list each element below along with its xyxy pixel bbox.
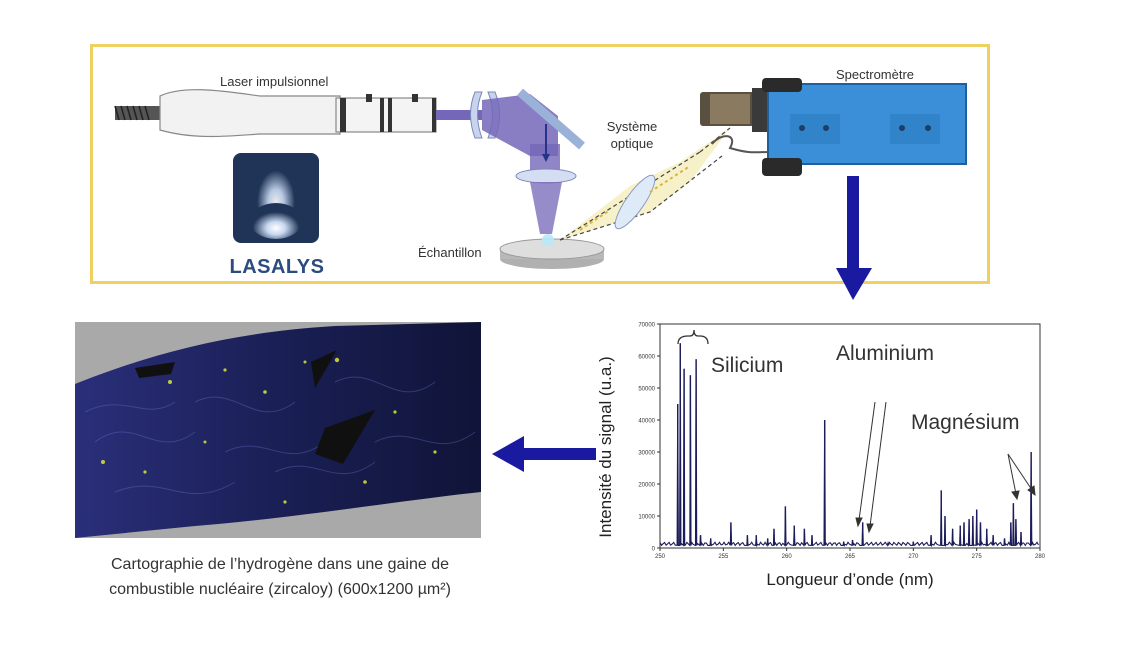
optics-label: Système optique [606,119,658,151]
laser-beam [436,110,482,120]
x-tick-label: 265 [845,554,856,560]
lasalys-logo-icon [233,153,319,243]
spectrum-chart: 0 10000 20000 30000 40000 50000 60000 70000 250… [638,323,1046,561]
x-tick-label: 255 [718,554,729,560]
lasalys-logo-text: LASALYS [229,256,325,278]
map-caption-line2: combustible nucléaire (zircaloy) (600x12… [109,581,451,598]
silicium-brace [677,329,709,345]
left-arrow-icon [492,436,596,472]
y-tick-label: 50000 [638,387,655,393]
annotation-aluminium: Aluminium [836,342,935,365]
laser-label: Laser impulsionnel [220,74,329,89]
x-axis-label: Longueur d’onde (nm) [766,570,934,589]
down-arrow-icon [836,176,872,300]
spectrometer-label: Spectromètre [836,67,915,82]
annotation-magnesium: Magnésium [911,411,1020,434]
spectrometer [700,78,967,176]
setup-illustration [114,78,967,269]
y-tick-label: 70000 [638,323,655,329]
annotation-arrows [855,401,1036,534]
pulsed-laser [114,89,437,138]
y-tick-label: 20000 [638,483,655,489]
light-collection-path [559,127,771,241]
y-tick-label: 0 [652,547,656,553]
map-caption: Cartographie de l’hydrogène dans une gai… [40,552,520,602]
laser-glow-icon [250,153,302,239]
x-tick-label: 260 [782,554,793,560]
x-tick-label: 250 [655,554,666,560]
map-caption-line1: Cartographie de l’hydrogène dans une gai… [110,556,450,573]
x-tick-label: 280 [1035,554,1046,560]
annotation-silicium: Silicium [711,354,784,377]
optical-system [470,88,585,234]
sample-disk [499,234,605,269]
hydrogen-map-image [75,322,481,538]
y-axis-label: Intensité du signal (u.a.) [596,356,615,538]
y-tick-label: 30000 [638,451,655,457]
x-tick-label: 270 [908,554,919,560]
x-tick-label: 275 [972,554,983,560]
y-tick-label: 60000 [638,355,655,361]
y-tick-label: 10000 [638,515,655,521]
sample-label: Échantillon [418,245,482,260]
y-tick-label: 40000 [638,419,655,425]
